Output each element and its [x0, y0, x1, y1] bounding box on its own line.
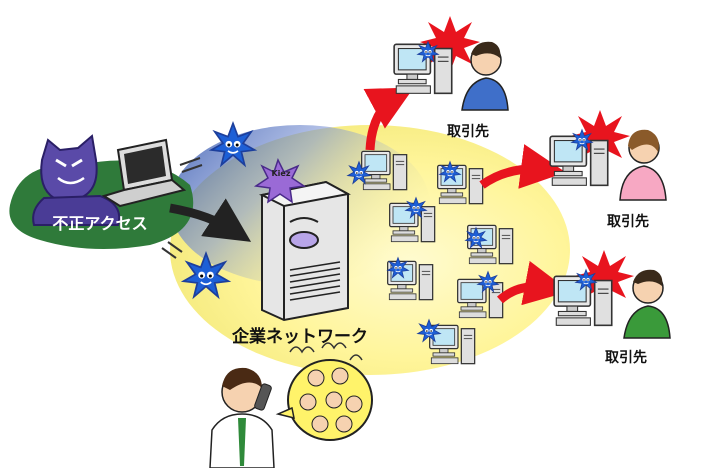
- business-partner-3: 取引先: [553, 250, 671, 366]
- phone-call-group: [209, 342, 373, 468]
- person-icon: [623, 269, 671, 339]
- server-icon: [258, 180, 351, 322]
- person-icon: [461, 41, 509, 111]
- person-icon: [619, 129, 667, 201]
- hacker-group: 不正アクセス: [9, 134, 194, 249]
- laptop-icon: [101, 138, 187, 208]
- business-partner-2: 取引先: [549, 110, 667, 230]
- business-partner-3-label: 取引先: [605, 349, 647, 366]
- hacker-icon: [32, 134, 121, 226]
- spread-arrow-2: [479, 144, 566, 189]
- virus-tag-label: Kiez: [271, 169, 290, 178]
- unauthorized-access-label: 不正アクセス: [52, 214, 147, 233]
- anger-puffs: [289, 342, 363, 361]
- phone-icon: [254, 383, 272, 411]
- crowd-bubble-icon: [275, 359, 373, 441]
- desktop-pc-icon: [361, 150, 408, 191]
- desktop-pc-icon: [437, 164, 484, 205]
- businessman-icon: [209, 367, 275, 468]
- business-partner-1-label: 取引先: [447, 123, 489, 140]
- spread-arrow-3: [496, 260, 570, 306]
- spread-arrow-1: [363, 87, 414, 151]
- business-partner-2-label: 取引先: [607, 213, 649, 230]
- motion-lines: [161, 157, 203, 259]
- business-partner-1: 取引先: [393, 16, 509, 140]
- corporate-network-label: 企業ネットワーク: [231, 326, 368, 347]
- attack-arrow: [169, 198, 252, 242]
- kiez-virus-icon: Kiez: [253, 158, 307, 204]
